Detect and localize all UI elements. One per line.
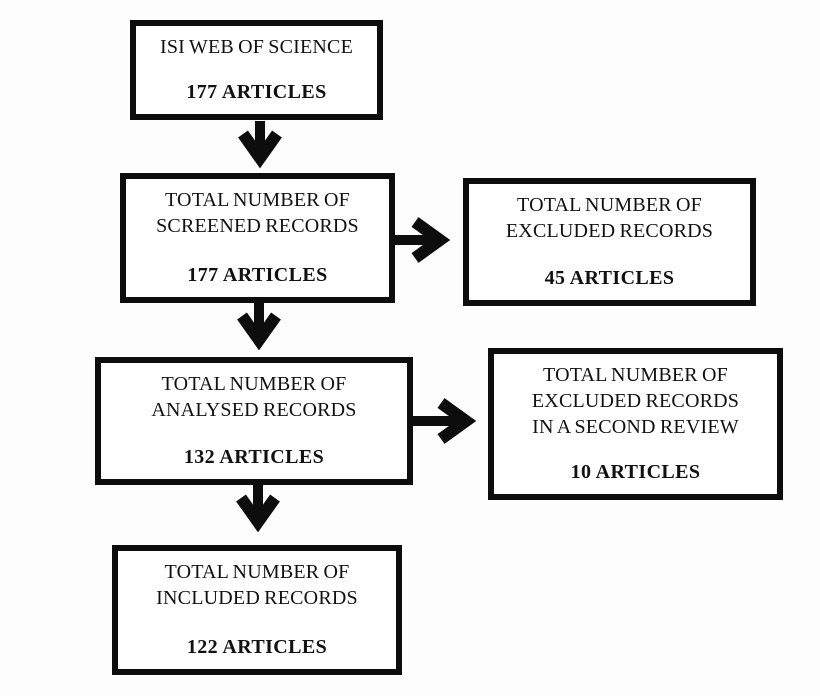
arrow-right-analysed-to-excluded-second-icon <box>413 398 477 444</box>
arrow-right-screened-to-excluded-icon <box>395 217 451 263</box>
box-excluded-records-title: TOTAL NUMBER OF EXCLUDED RECORDS <box>505 194 714 242</box>
box-analysed-records-title: TOTAL NUMBER OF ANALYSED RECORDS <box>151 373 357 421</box>
box-screened-records-title: TOTAL NUMBER OF SCREENED RECORDS <box>156 189 359 237</box>
box-excluded-records: TOTAL NUMBER OF EXCLUDED RECORDS 45 ARTI… <box>463 178 756 306</box>
box-included-records-count: 122 ARTICLES <box>186 636 328 658</box>
box-isi-web-of-science-count: 177 ARTICLES <box>186 81 327 103</box>
box-included-records-title: TOTAL NUMBER OF INCLUDED RECORDS <box>156 561 358 609</box>
box-isi-web-of-science-title: ISI WEB OF SCIENCE <box>159 36 354 58</box>
box-included-records: TOTAL NUMBER OF INCLUDED RECORDS 122 ART… <box>112 545 402 675</box>
arrow-down-analysed-to-included-icon <box>236 485 280 533</box>
box-analysed-records-count: 132 ARTICLES <box>183 446 325 468</box>
box-excluded-records-count: 45 ARTICLES <box>544 267 675 289</box>
box-excluded-records-second-review: TOTAL NUMBER OF EXCLUDED RECORDS IN A SE… <box>488 348 783 500</box>
box-excluded-records-second-review-count: 10 ARTICLES <box>570 461 701 483</box>
box-screened-records-count: 177 ARTICLES <box>187 264 328 286</box>
arrow-down-source-to-screened-icon <box>238 121 282 169</box>
box-analysed-records: TOTAL NUMBER OF ANALYSED RECORDS 132 ART… <box>95 357 413 485</box>
box-isi-web-of-science: ISI WEB OF SCIENCE 177 ARTICLES <box>130 20 383 120</box>
box-excluded-records-second-review-title: TOTAL NUMBER OF EXCLUDED RECORDS IN A SE… <box>531 364 740 438</box>
arrow-down-screened-to-analysed-icon <box>237 303 281 351</box>
box-screened-records: TOTAL NUMBER OF SCREENED RECORDS 177 ART… <box>120 173 395 303</box>
